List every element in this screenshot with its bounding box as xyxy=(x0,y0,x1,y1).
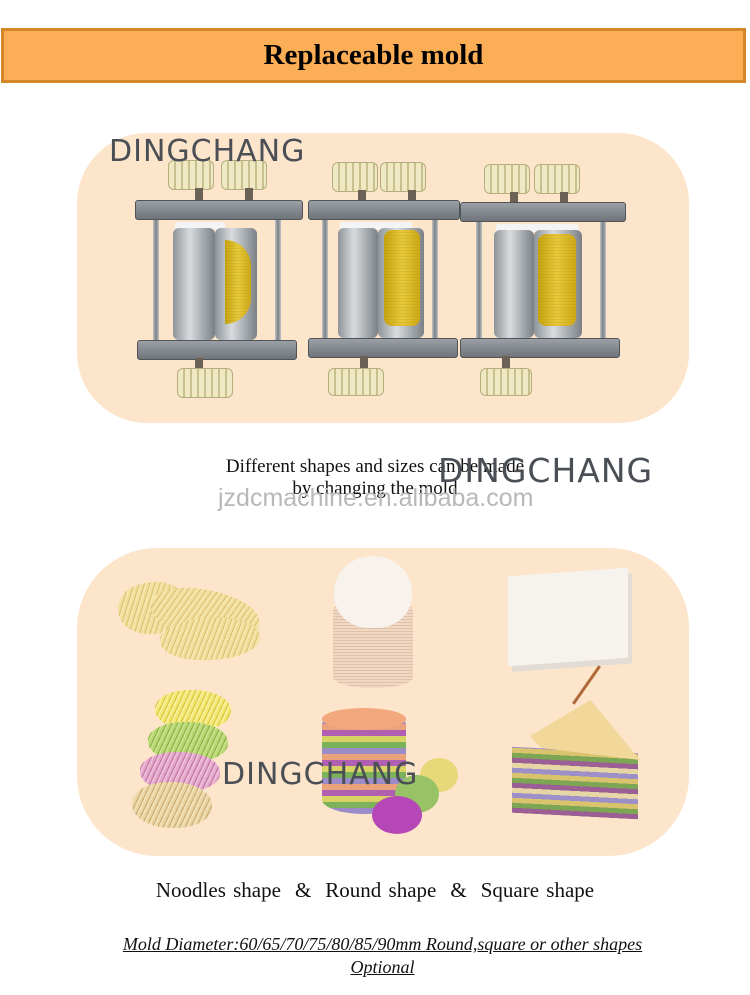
gear-icon xyxy=(484,164,530,194)
mold-diameter-note: Mold Diameter:60/65/70/75/80/85/90mm Rou… xyxy=(122,934,643,954)
mold-unit-3 xyxy=(460,158,626,398)
title-banner: Replaceable mold xyxy=(1,28,746,83)
dumpling-image xyxy=(372,796,422,834)
gear-icon xyxy=(332,162,378,192)
mold-caption-line-1: Different shapes and sizes can be made xyxy=(225,456,525,477)
round-wrapper-sheet xyxy=(334,556,412,628)
mold-unit-2 xyxy=(308,158,473,398)
square-shape-label: Square shape xyxy=(480,878,595,902)
colored-square-wrappers-image xyxy=(512,746,638,820)
colored-round-wrapper-top xyxy=(322,708,406,730)
square-wrappers-image xyxy=(508,567,628,667)
separator: & xyxy=(294,878,312,902)
page-title: Replaceable mold xyxy=(263,39,484,71)
colored-noodles-image xyxy=(132,782,212,828)
gear-icon xyxy=(221,160,267,190)
separator: & xyxy=(450,878,467,902)
gear-icon xyxy=(328,368,384,396)
gear-icon xyxy=(380,162,426,192)
brand-watermark: DINGCHANG xyxy=(438,451,654,490)
url-watermark: jzdcmachine.en.alibaba.com xyxy=(218,484,534,512)
gear-icon xyxy=(480,368,532,396)
mold-optional-note: Optional xyxy=(350,957,415,977)
mold-caption-line-2: by changing the mold xyxy=(292,478,458,499)
mold-unit-1 xyxy=(135,158,303,398)
gear-icon xyxy=(534,164,580,194)
shapes-caption: Noodles shape&Round shape&Square shape xyxy=(0,878,750,903)
brand-watermark: DINGCHANG xyxy=(109,134,306,169)
round-shape-label: Round shape xyxy=(325,878,437,902)
brand-watermark: DINGCHANG xyxy=(222,757,419,792)
gear-icon xyxy=(177,368,233,398)
noodles-shape-label: Noodles shape xyxy=(155,878,281,902)
gear-icon xyxy=(168,160,214,190)
